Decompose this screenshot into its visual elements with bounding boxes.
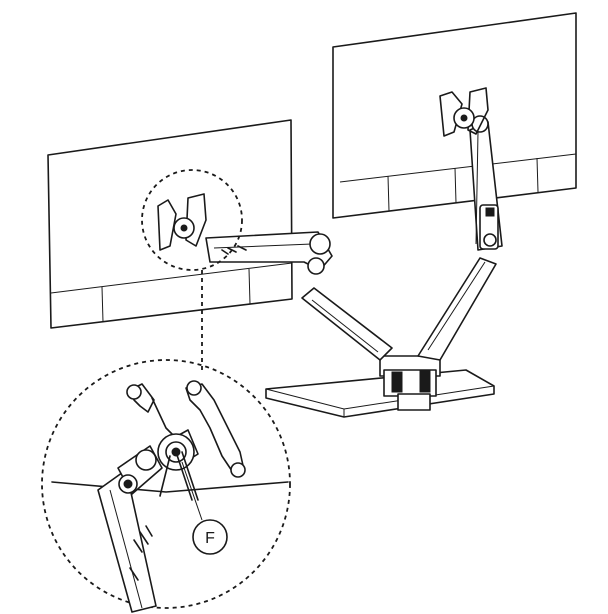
detail-zoom-view <box>41 359 291 613</box>
callout-label: F <box>205 530 215 547</box>
right-arm <box>417 115 503 361</box>
center-pole <box>379 355 441 411</box>
left-vesa-bracket <box>157 193 207 251</box>
left-monitor <box>47 119 293 329</box>
detail-circle-large <box>41 359 291 609</box>
desk-base-plate <box>265 369 495 418</box>
right-vesa-bracket <box>439 87 489 137</box>
callout-circle <box>192 519 228 555</box>
left-arm <box>205 231 393 361</box>
detail-circle-small <box>141 169 243 271</box>
callout-f: F <box>181 461 228 555</box>
